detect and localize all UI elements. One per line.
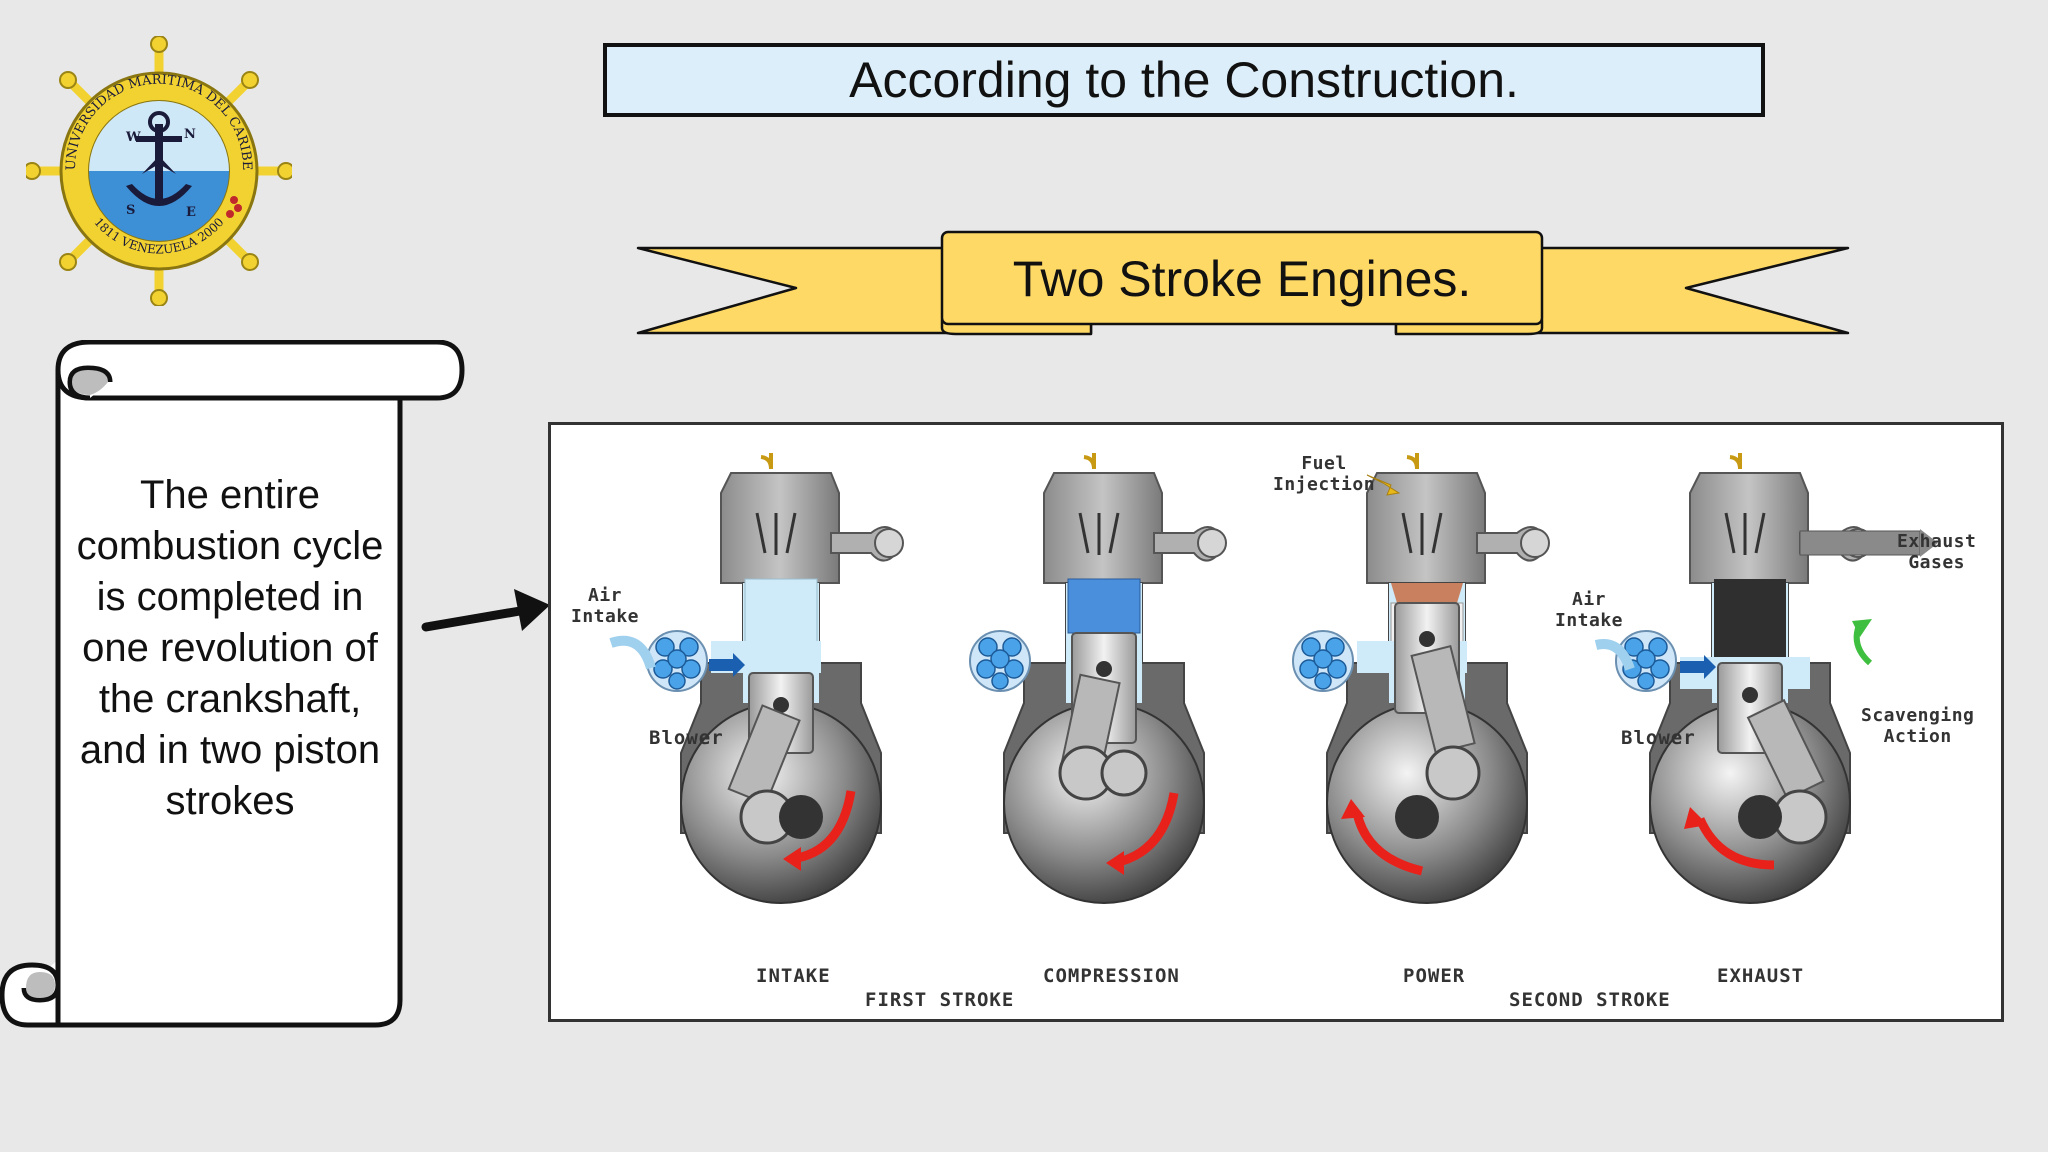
stroke-label-first: FIRST STROKE xyxy=(865,989,1015,1011)
label-blower-1: Blower xyxy=(649,727,724,749)
page-title-text: According to the Construction. xyxy=(849,52,1519,108)
engine-exhaust xyxy=(1594,451,1938,905)
page-title: According to the Construction. xyxy=(603,43,1765,117)
compass-s-icon: S xyxy=(126,203,135,218)
scroll-panel: The entire combustion cycle is completed… xyxy=(0,340,470,1030)
stage-label-intake: INTAKE xyxy=(756,965,831,987)
label-fuel-injection: Fuel Injection xyxy=(1273,453,1376,495)
stage-label-exhaust: EXHAUST xyxy=(1717,965,1805,987)
engine-power xyxy=(1292,451,1551,905)
compass-n-icon: N xyxy=(184,127,196,142)
engine-intake xyxy=(609,451,905,905)
stage-label-power: POWER xyxy=(1403,965,1466,987)
university-logo: W N S E UNIVERSIDAD MARITIMA DEL CARIBE … xyxy=(23,35,295,311)
stage-label-compression: COMPRESSION xyxy=(1043,965,1180,987)
compass-e-icon: E xyxy=(186,205,196,220)
two-stroke-diagram: Air Intake Blower Fuel Injection Air Int… xyxy=(548,422,2004,1022)
engine-compression xyxy=(969,451,1228,905)
label-scavenging-action: Scavenging Action xyxy=(1861,705,1975,747)
arrow-right-icon xyxy=(421,589,550,632)
label-air-intake-1: Air Intake xyxy=(571,585,640,627)
label-air-intake-2: Air Intake xyxy=(1555,589,1624,631)
ribbon-text: Two Stroke Engines. xyxy=(1012,251,1472,307)
scroll-text: The entire combustion cycle is completed… xyxy=(76,473,384,823)
stroke-label-second: SECOND STROKE xyxy=(1509,989,1671,1011)
engine-cycle-illustration xyxy=(609,451,1938,905)
label-blower-2: Blower xyxy=(1621,727,1696,749)
label-exhaust-gases: Exhaust Gases xyxy=(1897,531,1977,573)
compass-w-icon: W xyxy=(125,130,141,145)
ribbon-banner: Two Stroke Engines. xyxy=(636,228,1850,338)
